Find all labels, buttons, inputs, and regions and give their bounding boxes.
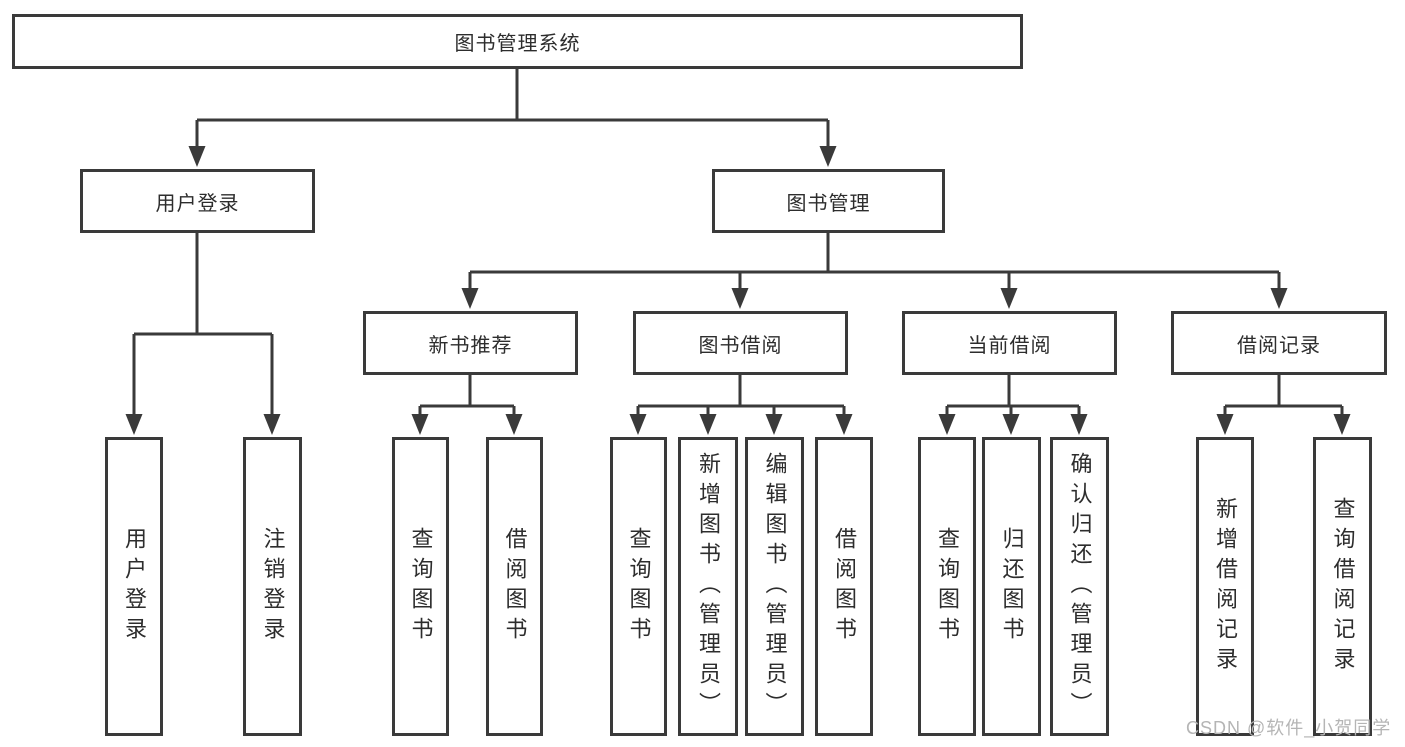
- connector-user-login-to-leaves: [125, 233, 281, 435]
- node-book-borrowing: 图书借阅: [633, 311, 848, 375]
- node-leaf-edit-book-admin: 编辑图书（管理员）: [745, 437, 804, 736]
- node-root: 图书管理系统: [12, 14, 1023, 69]
- node-book-management: 图书管理: [712, 169, 945, 233]
- csdn-watermark: CSDN @软件_小贺同学: [1186, 718, 1392, 738]
- node-leaf-query-books-current: 查询图书: [918, 437, 976, 736]
- node-user-login: 用户登录: [80, 169, 315, 233]
- node-new-book-recommendation: 新书推荐: [363, 311, 578, 375]
- node-leaf-add-borrow-record: 新增借阅记录: [1196, 437, 1254, 736]
- connector-root-to-level2: [188, 69, 837, 167]
- node-leaf-return-book: 归还图书: [982, 437, 1041, 736]
- node-leaf-confirm-return-admin: 确认归还（管理员）: [1050, 437, 1109, 736]
- node-leaf-borrow-books-recommend: 借阅图书: [486, 437, 543, 736]
- connector-book-management-to-level3: [461, 233, 1288, 309]
- node-leaf-query-borrow-record: 查询借阅记录: [1313, 437, 1372, 736]
- connector-new-book-recommendation-to-leaves: [411, 375, 523, 435]
- connector-borrowing-records-to-leaves: [1216, 375, 1351, 435]
- connector-book-borrowing-to-leaves: [629, 375, 853, 435]
- node-leaf-borrow-books: 借阅图书: [815, 437, 873, 736]
- node-leaf-query-books-recommend: 查询图书: [392, 437, 449, 736]
- node-leaf-add-book-admin: 新增图书（管理员）: [678, 437, 738, 736]
- node-borrowing-records: 借阅记录: [1171, 311, 1387, 375]
- node-leaf-query-books-borrow: 查询图书: [610, 437, 667, 736]
- connector-current-borrowing-to-leaves: [938, 375, 1088, 435]
- node-leaf-logout: 注销登录: [243, 437, 302, 736]
- node-current-borrowing: 当前借阅: [902, 311, 1117, 375]
- node-leaf-user-login: 用户登录: [105, 437, 163, 736]
